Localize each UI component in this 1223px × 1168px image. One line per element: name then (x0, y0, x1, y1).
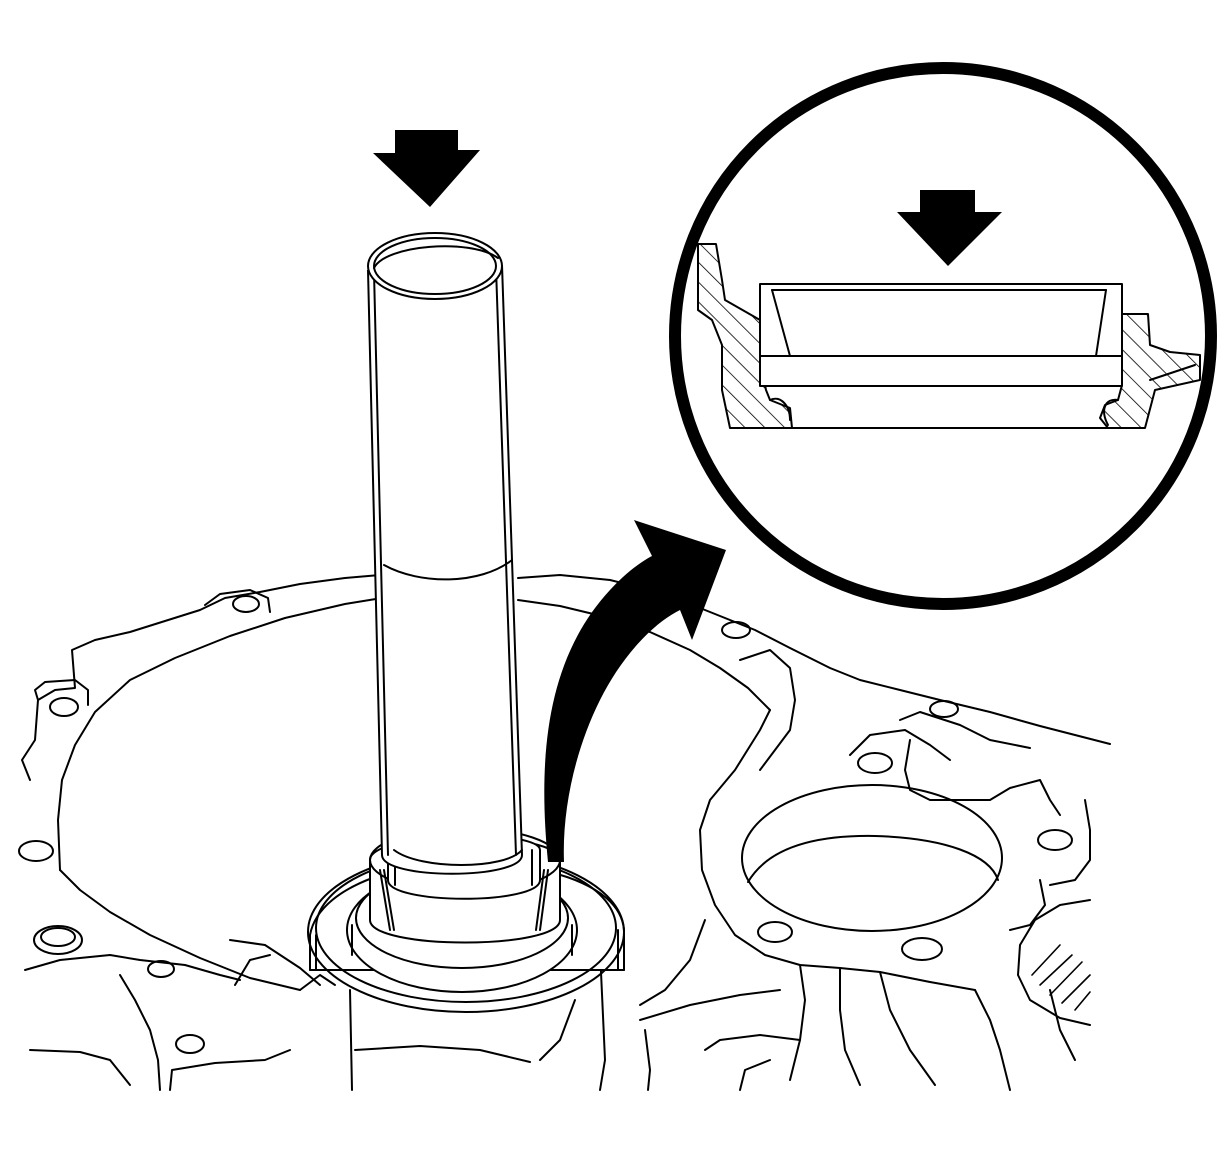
seal-installer-tool (367, 232, 561, 944)
transmission-case (18, 574, 1111, 1091)
detail-press-arrow (897, 190, 1002, 266)
detail-callout-arrow (544, 520, 726, 862)
press-direction-arrow (373, 130, 480, 207)
detail-magnified-view (669, 62, 1217, 610)
